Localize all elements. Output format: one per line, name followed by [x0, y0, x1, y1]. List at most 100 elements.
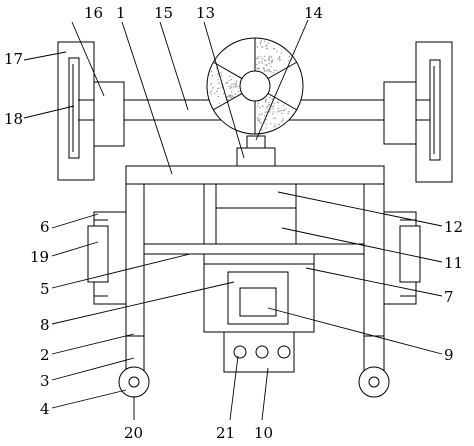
stipple-dot [230, 91, 233, 93]
stipple-dot [217, 87, 219, 90]
control-knob-3 [277, 345, 291, 359]
stipple-dot [271, 62, 273, 64]
stipple-dot [223, 93, 225, 95]
label-7: 7 [444, 288, 454, 306]
label-12: 12 [444, 218, 463, 236]
leader-5 [51, 253, 191, 289]
stipple-dot [255, 57, 258, 60]
stipple-dot [268, 101, 270, 104]
right-disc-slot [429, 59, 441, 161]
stipple-dot [269, 111, 271, 113]
leader-15 [159, 21, 189, 111]
stipple-dot [287, 60, 290, 62]
stipple-dot [232, 95, 234, 97]
control-box-window [239, 287, 277, 317]
control-knob-2 [255, 345, 269, 359]
stipple-dot [263, 59, 266, 62]
stipple-dot [259, 121, 261, 124]
stipple-dot [256, 46, 258, 48]
stipple-dot [229, 94, 231, 97]
stipple-dot [228, 85, 230, 88]
stipple-dot [287, 112, 289, 115]
stipple-dot [266, 44, 268, 46]
stipple-dot [232, 86, 235, 88]
stipple-dot [233, 83, 235, 85]
label-21: 21 [216, 424, 235, 442]
leader-14 [255, 19, 309, 141]
left-leg [125, 183, 145, 337]
label-1: 1 [116, 4, 126, 22]
stipple-dot [234, 83, 236, 85]
stipple-dot [217, 78, 219, 81]
stipple-dot [259, 43, 262, 45]
callout-labels: 16 1 15 13 14 17 18 6 19 5 8 2 3 4 20 21… [4, 4, 463, 442]
stipple-dot [275, 125, 277, 128]
stipple-dot [263, 70, 266, 72]
leader-17 [23, 51, 67, 61]
stipple-dot [261, 45, 263, 48]
label-2: 2 [40, 346, 50, 364]
stipple-dot [263, 115, 266, 117]
leader-19 [51, 241, 99, 257]
stipple-dot [210, 93, 212, 96]
stipple-dot [273, 102, 275, 105]
stipple-dot [263, 40, 266, 43]
stipple-dot [272, 72, 274, 74]
label-10: 10 [254, 424, 273, 442]
stipple-dot [275, 117, 277, 120]
leader-10 [261, 367, 269, 421]
stipple-dot [262, 46, 264, 49]
top-plate [125, 165, 385, 185]
stipple-dot [277, 101, 279, 103]
crossbar [143, 243, 365, 255]
stipple-dot [278, 59, 281, 61]
stipple-dot [237, 86, 239, 88]
stipple-dot [264, 111, 267, 114]
top-assembly [57, 37, 453, 183]
stipple-dot [229, 87, 231, 90]
stipple-dot [212, 86, 214, 89]
stipple-dot [268, 59, 270, 62]
stipple-dot [281, 119, 284, 122]
stipple-dot [268, 68, 270, 71]
stipple-dot [258, 114, 261, 116]
stipple-dot [273, 117, 275, 120]
cylinder-block [203, 183, 297, 245]
label-9: 9 [444, 346, 454, 364]
stipple-dot [218, 82, 220, 84]
leader-11 [281, 227, 443, 263]
stipple-dot [229, 75, 231, 78]
stipple-dot [280, 121, 282, 123]
stipple-dot [288, 55, 290, 58]
stipple-dot [256, 118, 259, 120]
stipple-dot [272, 105, 274, 107]
stipple-dot [265, 45, 267, 48]
label-5: 5 [40, 280, 50, 298]
stipple-dot [271, 98, 273, 101]
stipple-dot [277, 57, 279, 60]
stipple-dot [276, 50, 278, 52]
stipple-dot [266, 47, 268, 50]
stipple-dot [275, 70, 278, 72]
stipple-dot [264, 55, 266, 58]
stipple-dot [257, 105, 259, 107]
stipple-dot [215, 67, 218, 69]
control-knob-1 [233, 345, 247, 359]
stipple-dot [210, 90, 213, 92]
stipple-dot [281, 112, 283, 115]
stipple-dot [218, 102, 220, 105]
stipple-dot [272, 108, 274, 110]
stipple-dot [264, 101, 267, 103]
stipple-dot [257, 119, 259, 122]
stipple-dot [261, 60, 263, 62]
stipple-dot [285, 108, 287, 110]
stipple-dot [235, 83, 237, 85]
stipple-dot [269, 108, 271, 111]
stipple-dot [210, 82, 213, 84]
stipple-dot [260, 40, 262, 42]
leader-12 [277, 191, 443, 227]
stipple-dot [258, 62, 260, 64]
stipple-dot [261, 105, 264, 108]
